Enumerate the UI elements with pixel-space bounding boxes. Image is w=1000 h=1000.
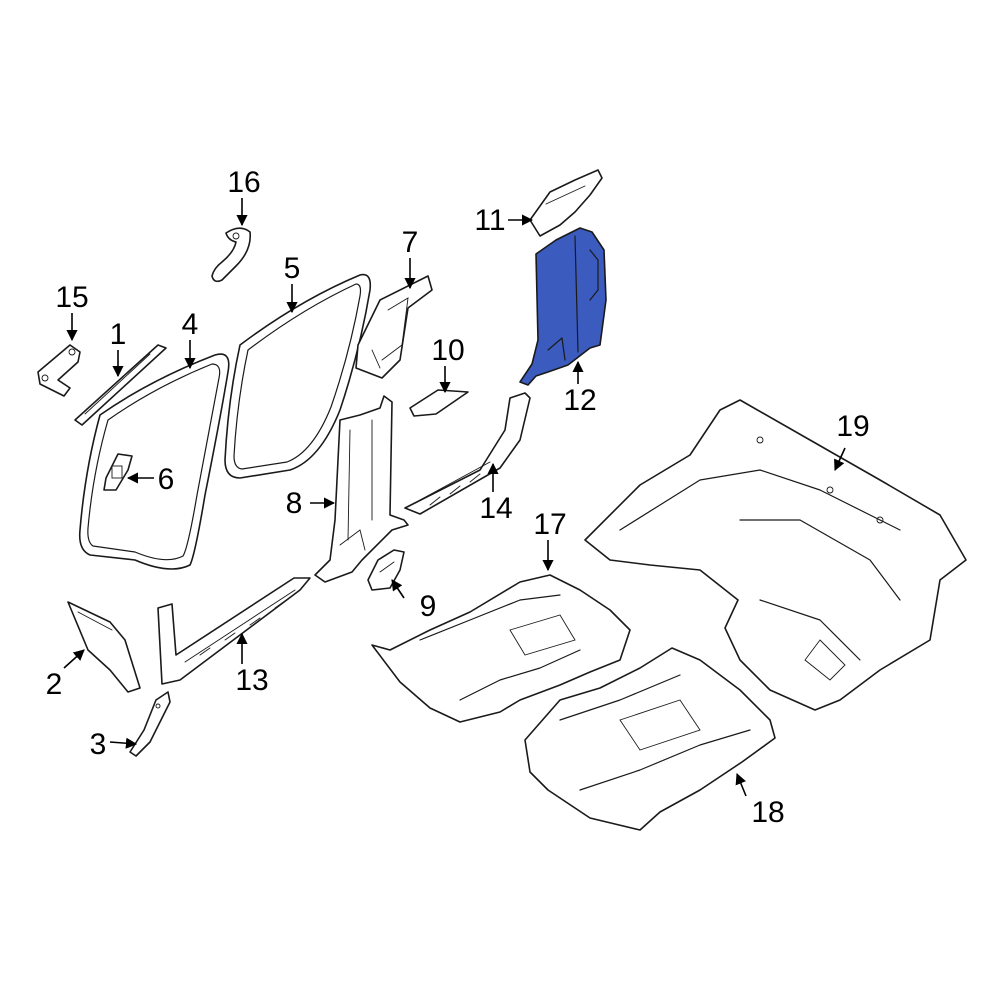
callout-9: 9	[420, 590, 437, 623]
callout-15: 15	[55, 281, 88, 314]
callout-2: 2	[46, 668, 63, 701]
part-15-grab-handle[interactable]	[37, 344, 81, 397]
part-11-upper-quarter-trim[interactable]	[529, 169, 603, 237]
callout-12: 12	[563, 384, 596, 417]
callout-19: 19	[836, 410, 869, 443]
callout-labels: 15 1 4 6 5 16 7 10 8 9 11 12 14 13 17 18…	[46, 166, 870, 829]
part-8-center-pillar-trim[interactable]	[314, 395, 409, 583]
part-9-bracket[interactable]	[367, 549, 405, 591]
part-14-rear-sill-plate[interactable]	[404, 392, 531, 515]
part-17-front-carpet[interactable]	[371, 574, 631, 723]
part-2-kick-panel[interactable]	[67, 601, 141, 693]
callout-13: 13	[235, 664, 268, 697]
callout-6: 6	[158, 463, 175, 496]
part-5-opening-weatherstrip[interactable]	[224, 273, 372, 479]
leader-lines	[63, 198, 846, 797]
part-6-clip[interactable]	[103, 453, 133, 491]
part-10-pad[interactable]	[409, 389, 469, 417]
callout-14: 14	[479, 492, 512, 525]
callout-11: 11	[474, 204, 505, 237]
part-1-molding-strip[interactable]	[74, 344, 167, 426]
callout-8: 8	[286, 487, 303, 520]
callout-4: 4	[182, 308, 199, 341]
part-4-door-weatherstrip[interactable]	[78, 353, 230, 570]
part-18-rear-carpet[interactable]	[524, 647, 776, 831]
part-19-floor-pan[interactable]	[584, 399, 967, 711]
part-13-front-sill-plate[interactable]	[157, 577, 311, 685]
callout-16: 16	[227, 166, 260, 199]
part-16-assist-handle[interactable]	[211, 227, 252, 283]
callout-5: 5	[284, 252, 301, 285]
callout-7: 7	[402, 226, 419, 259]
callout-17: 17	[533, 508, 566, 541]
callout-18: 18	[751, 796, 784, 829]
part-3-trim-piece[interactable]	[129, 691, 171, 757]
part-7-upper-pillar-garnish[interactable]	[355, 275, 433, 379]
callout-1: 1	[110, 318, 127, 351]
callout-10: 10	[431, 334, 464, 367]
callout-3: 3	[90, 728, 107, 761]
part-12-quarter-trim-panel[interactable]	[519, 227, 607, 386]
